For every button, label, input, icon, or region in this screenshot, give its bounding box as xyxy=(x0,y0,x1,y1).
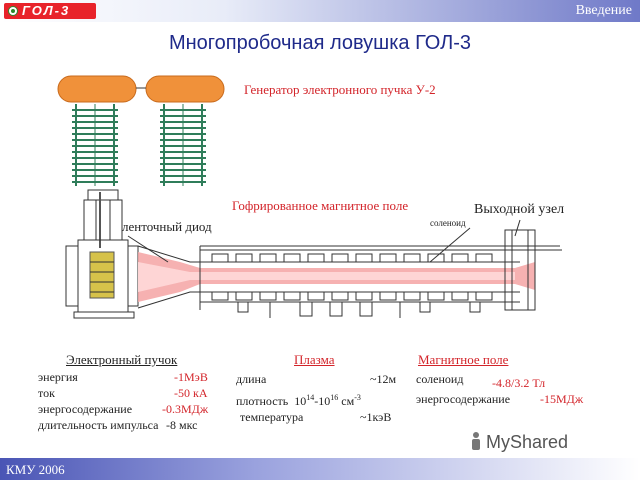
generator-cap-left xyxy=(57,75,137,103)
field-solenoid-label: соленоид xyxy=(416,372,464,386)
beam-params: Электронный пучок энергия -1МэВ ток -50 … xyxy=(34,352,214,442)
generator-cap-right xyxy=(145,75,225,103)
field-energy-value: -15МДж xyxy=(540,392,584,406)
plasma-density-unit-exp: -3 xyxy=(354,393,361,402)
myshared-logo-icon xyxy=(472,432,480,450)
label-generator: Генератор электронного пучка У-2 xyxy=(244,82,436,97)
coil-stack-right xyxy=(160,104,206,186)
field-heading: Магнитное поле xyxy=(418,352,509,367)
plasma-density-unit: см xyxy=(338,394,355,408)
beam-label-0: энергия xyxy=(38,370,78,384)
label-output-node: Выходной узел xyxy=(474,202,565,217)
beam-label-3: длительность импульса xyxy=(38,418,159,432)
plasma-density-label: плотность xyxy=(236,394,289,408)
plasma-density-row: плотность 1014-1016 см-3 xyxy=(236,390,361,409)
output-node xyxy=(504,229,562,311)
slide-title: Многопробочная ловушка ГОЛ-3 xyxy=(168,32,472,54)
footer-bar xyxy=(0,458,640,480)
logo xyxy=(4,3,96,19)
watermark-text: MyShared xyxy=(486,432,569,452)
plasma-length-label: длина xyxy=(236,372,267,386)
beam-label-2: энергосодержание xyxy=(38,402,133,416)
plasma-length-value: ~12м xyxy=(370,372,397,386)
corrugation-coils-top xyxy=(211,253,493,263)
section-title: Введение xyxy=(575,3,632,18)
plasma-temp-label: температура xyxy=(240,410,304,424)
field-solenoid-value: -4.8/3.2 Тл xyxy=(492,376,546,390)
beam-value-2: -0.3МДж xyxy=(162,402,209,416)
corrugation-coils-bottom xyxy=(211,291,493,301)
plasma-params: Плазма длина ~12м плотность 1014-1016 см… xyxy=(236,352,416,442)
logo-target-icon xyxy=(8,6,18,16)
beam-value-3: -8 мкс xyxy=(166,418,198,432)
beam-value-0: -1МэВ xyxy=(174,370,208,384)
logo-text: ГОЛ-3 xyxy=(22,3,71,18)
diode-tower xyxy=(65,189,139,319)
supports xyxy=(237,301,481,318)
footer-text: КМУ 2006 xyxy=(6,462,65,477)
plasma-density-from-exp: 14 xyxy=(306,393,315,402)
beam-label-1: ток xyxy=(38,386,55,400)
generator-u2 xyxy=(57,75,225,186)
beam-value-1: -50 кА xyxy=(174,386,208,400)
plasma-heading: Плазма xyxy=(294,352,335,367)
plasma-density-sep: -10 xyxy=(314,394,331,408)
coil-stack-left xyxy=(72,104,118,186)
plasma-density-to-exp: 16 xyxy=(330,393,339,402)
plasma-temp-value: ~1кэВ xyxy=(360,410,392,424)
label-ribbon-diode: ленточный диод xyxy=(122,219,212,234)
label-solenoid: соленоид xyxy=(430,218,466,228)
beam-heading: Электронный пучок xyxy=(66,352,178,367)
label-corrugated-field: Гофрированное магнитное поле xyxy=(232,198,409,213)
diode-insulator xyxy=(89,251,115,299)
field-params: Магнитное поле соленоид -4.8/3.2 Тл энер… xyxy=(416,352,616,412)
top-bar xyxy=(0,0,640,22)
field-energy-label: энергосодержание xyxy=(416,392,511,406)
plasma-density-from: 10 xyxy=(294,394,307,408)
